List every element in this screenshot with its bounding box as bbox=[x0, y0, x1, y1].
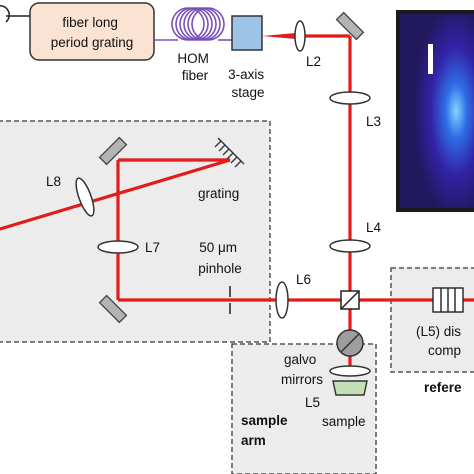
diffraction-grating-icon bbox=[214, 137, 245, 168]
reference-arm-label: refere bbox=[424, 380, 462, 395]
hom-fiber-icon bbox=[154, 7, 232, 41]
mirror-upper-left bbox=[98, 136, 128, 166]
galvo-label: galvo mirrors bbox=[281, 352, 323, 387]
three-axis-stage bbox=[231, 15, 263, 51]
l7-label: L7 bbox=[145, 240, 160, 255]
source-connection bbox=[0, 5, 30, 23]
beamsplitter-icon bbox=[340, 290, 360, 310]
lens-l5 bbox=[329, 365, 371, 377]
fiber-long-period-grating-box bbox=[29, 2, 155, 61]
dispersion-compensation-icon bbox=[432, 287, 464, 313]
scale-bar bbox=[428, 44, 433, 74]
lens-l8 bbox=[75, 177, 95, 217]
grating-label: grating bbox=[198, 186, 239, 201]
lens-l7 bbox=[97, 240, 139, 254]
lens-l4 bbox=[329, 239, 371, 253]
stage-label: 3-axis stage bbox=[228, 67, 268, 100]
l3-label: L3 bbox=[366, 114, 381, 129]
sample-icon bbox=[332, 380, 368, 396]
reference-arm-panel bbox=[390, 267, 474, 373]
pinhole-label: 50 μm pinhole bbox=[198, 240, 242, 276]
l6-label: L6 bbox=[296, 272, 311, 287]
l5-label: L5 bbox=[305, 395, 320, 410]
lens-l3 bbox=[329, 91, 371, 105]
lens-l2 bbox=[294, 20, 306, 52]
lens-l6 bbox=[275, 281, 289, 319]
l4-label: L4 bbox=[366, 220, 382, 235]
dispersion-label: (L5) dis bbox=[416, 324, 461, 339]
hom-fiber-label: HOM fiber bbox=[177, 51, 212, 83]
detection-panel bbox=[0, 120, 271, 343]
sample-arm-label: sample arm bbox=[241, 413, 291, 448]
galvo-circle-icon bbox=[336, 329, 364, 357]
l8-label: L8 bbox=[46, 174, 61, 189]
dispersion-label-line2: comp bbox=[428, 343, 461, 358]
mirror-top-right bbox=[335, 11, 365, 41]
grating-box-label: fiber long period grating bbox=[51, 15, 134, 50]
sample-label: sample bbox=[322, 414, 366, 429]
mode-image-inset bbox=[396, 10, 474, 212]
l2-label: L2 bbox=[306, 54, 321, 69]
mirror-lower-left bbox=[98, 294, 128, 324]
